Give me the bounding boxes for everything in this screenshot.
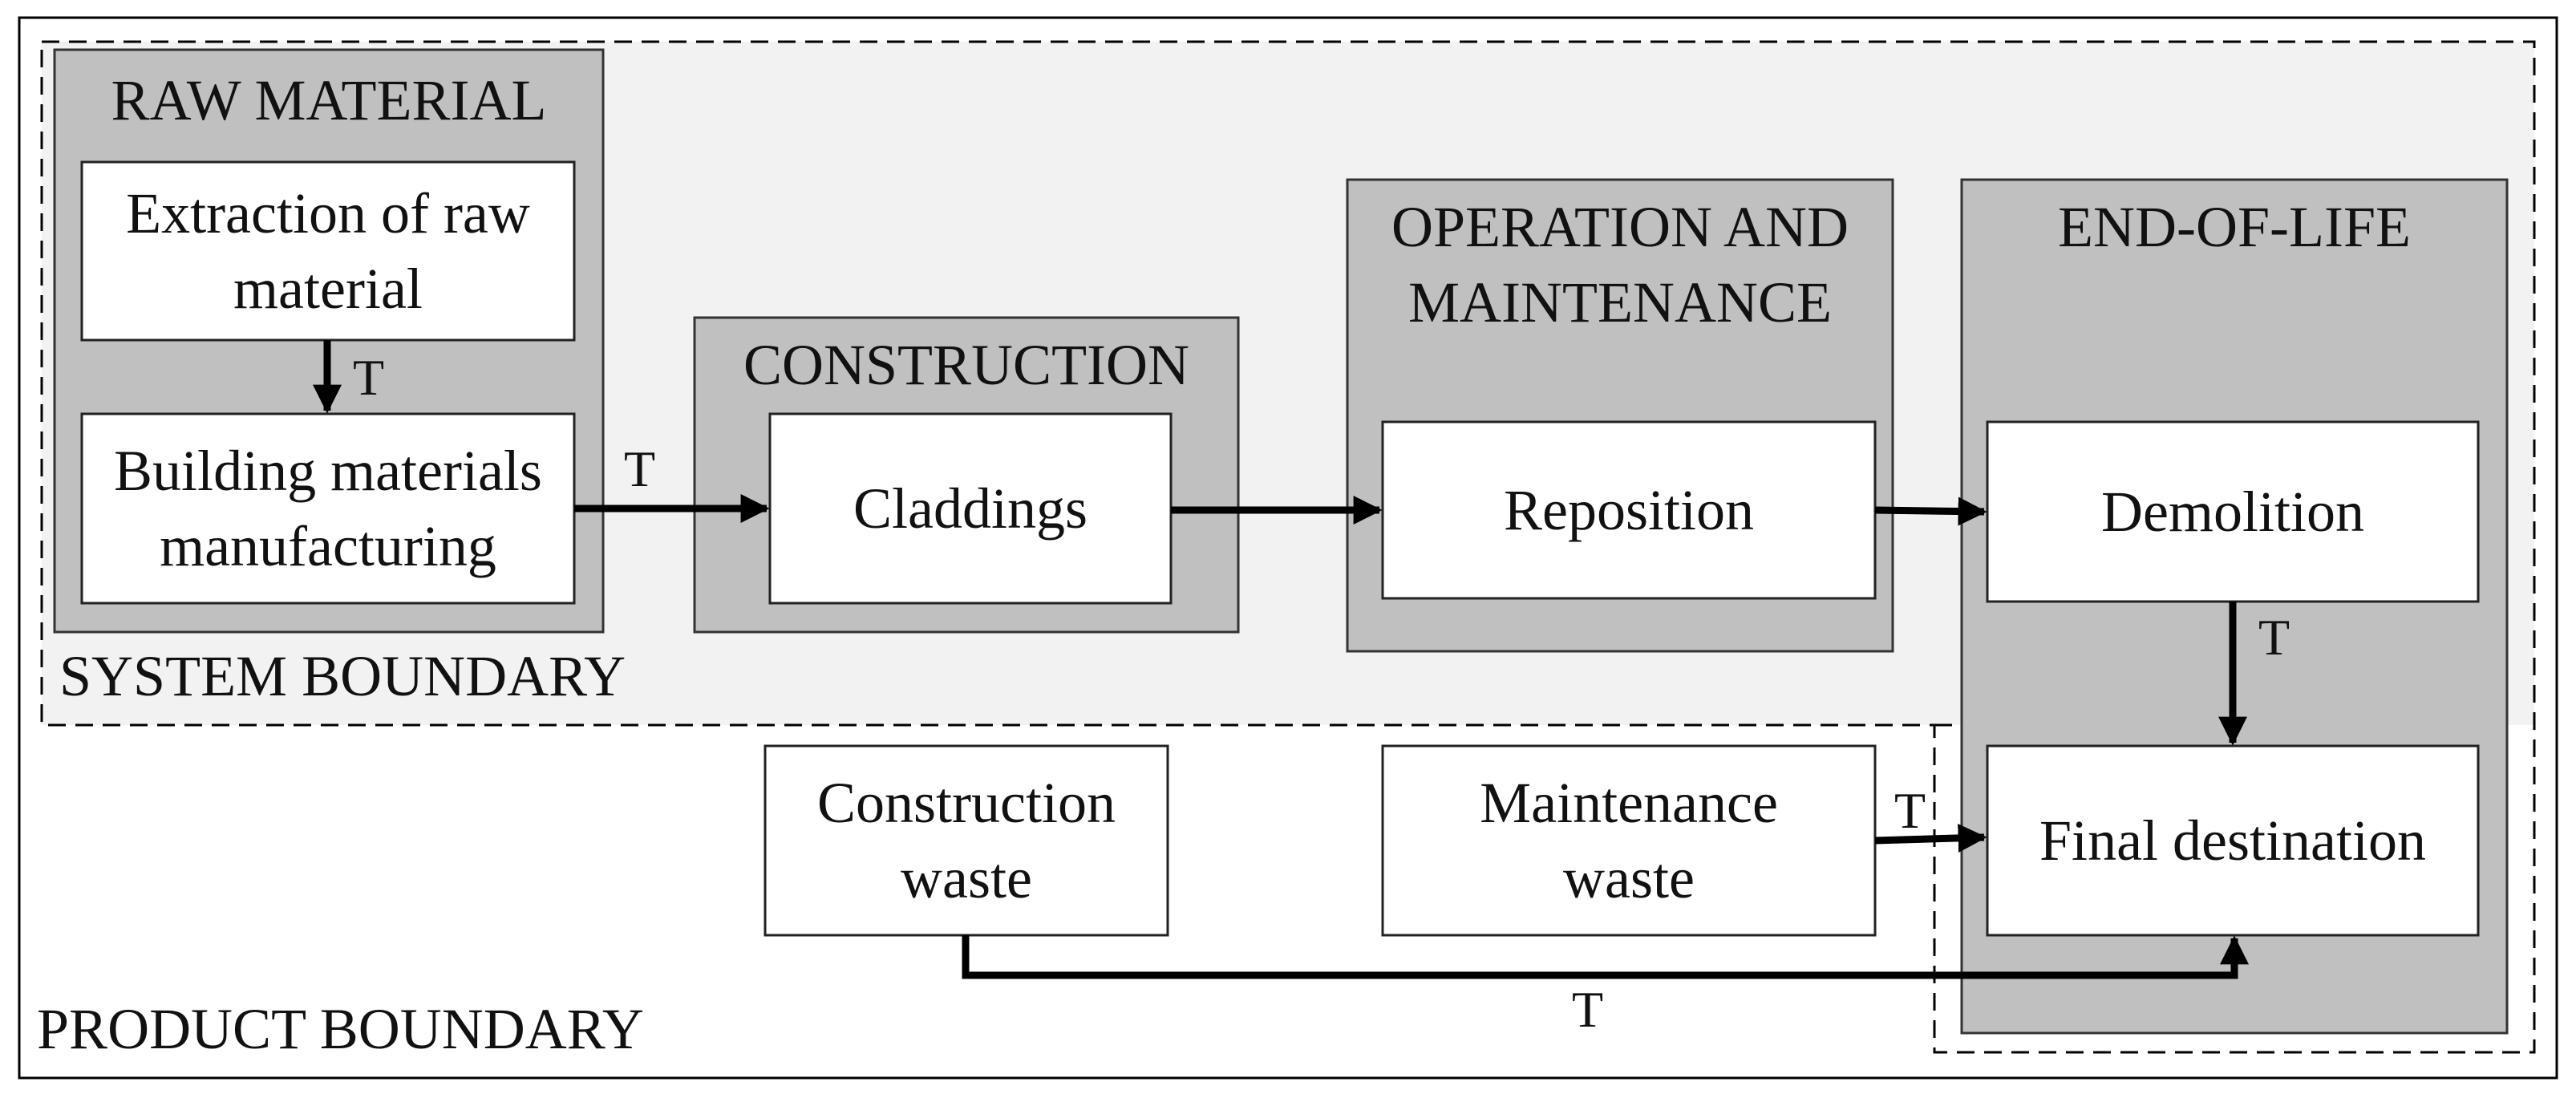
process-label-reposition: Reposition [1503,478,1754,542]
transport-label-demolition: T [2258,609,2290,666]
process-label-extraction: Extraction of raw material [126,181,530,321]
arrow-construction-waste-to-final [962,935,2249,979]
stage-title-operation: OPERATION AND MAINTENANCE [1391,195,1849,334]
process-box-demolition [1986,420,2480,603]
transport-label-construction-waste: T [1572,981,1604,1038]
arrow-maintenance-waste-to-final [1874,823,1987,853]
stage-title-construction: CONSTRUCTION [743,333,1190,397]
system-boundary-line [40,40,2536,1054]
process-box-construction-waste [763,744,1169,937]
transport-label-extraction: T [353,349,385,406]
process-label-maintenance-waste: Maintenance waste [1480,771,1778,910]
process-box-reposition [1381,420,1877,600]
process-box-final-destination [1986,744,2480,937]
product-boundary-label: PRODUCT BOUNDARY [37,997,644,1061]
system-boundary-label: SYSTEM BOUNDARY [59,644,626,708]
system-boundary-fill [42,42,2534,725]
process-box-maintenance-waste [1381,744,1877,937]
process-label-final-destination: Final destination [2039,808,2426,873]
process-label-claddings: Claddings [853,476,1088,541]
stage-title-raw-material: RAW MATERIAL [111,68,547,132]
process-box-claddings [768,412,1173,605]
transport-label-manufacturing: T [624,440,656,497]
process-label-construction-waste: Construction waste [817,771,1116,910]
stage-title-end-of-life: END-OF-LIFE [2058,195,2411,259]
process-label-demolition: Demolition [2101,480,2364,544]
transport-label-maintenance-waste: T [1894,782,1926,839]
arrow-reposition-to-demolition [1874,496,1987,526]
process-label-manufacturing: Building materials manufacturing [114,439,542,578]
process-box-manufacturing [80,412,576,605]
